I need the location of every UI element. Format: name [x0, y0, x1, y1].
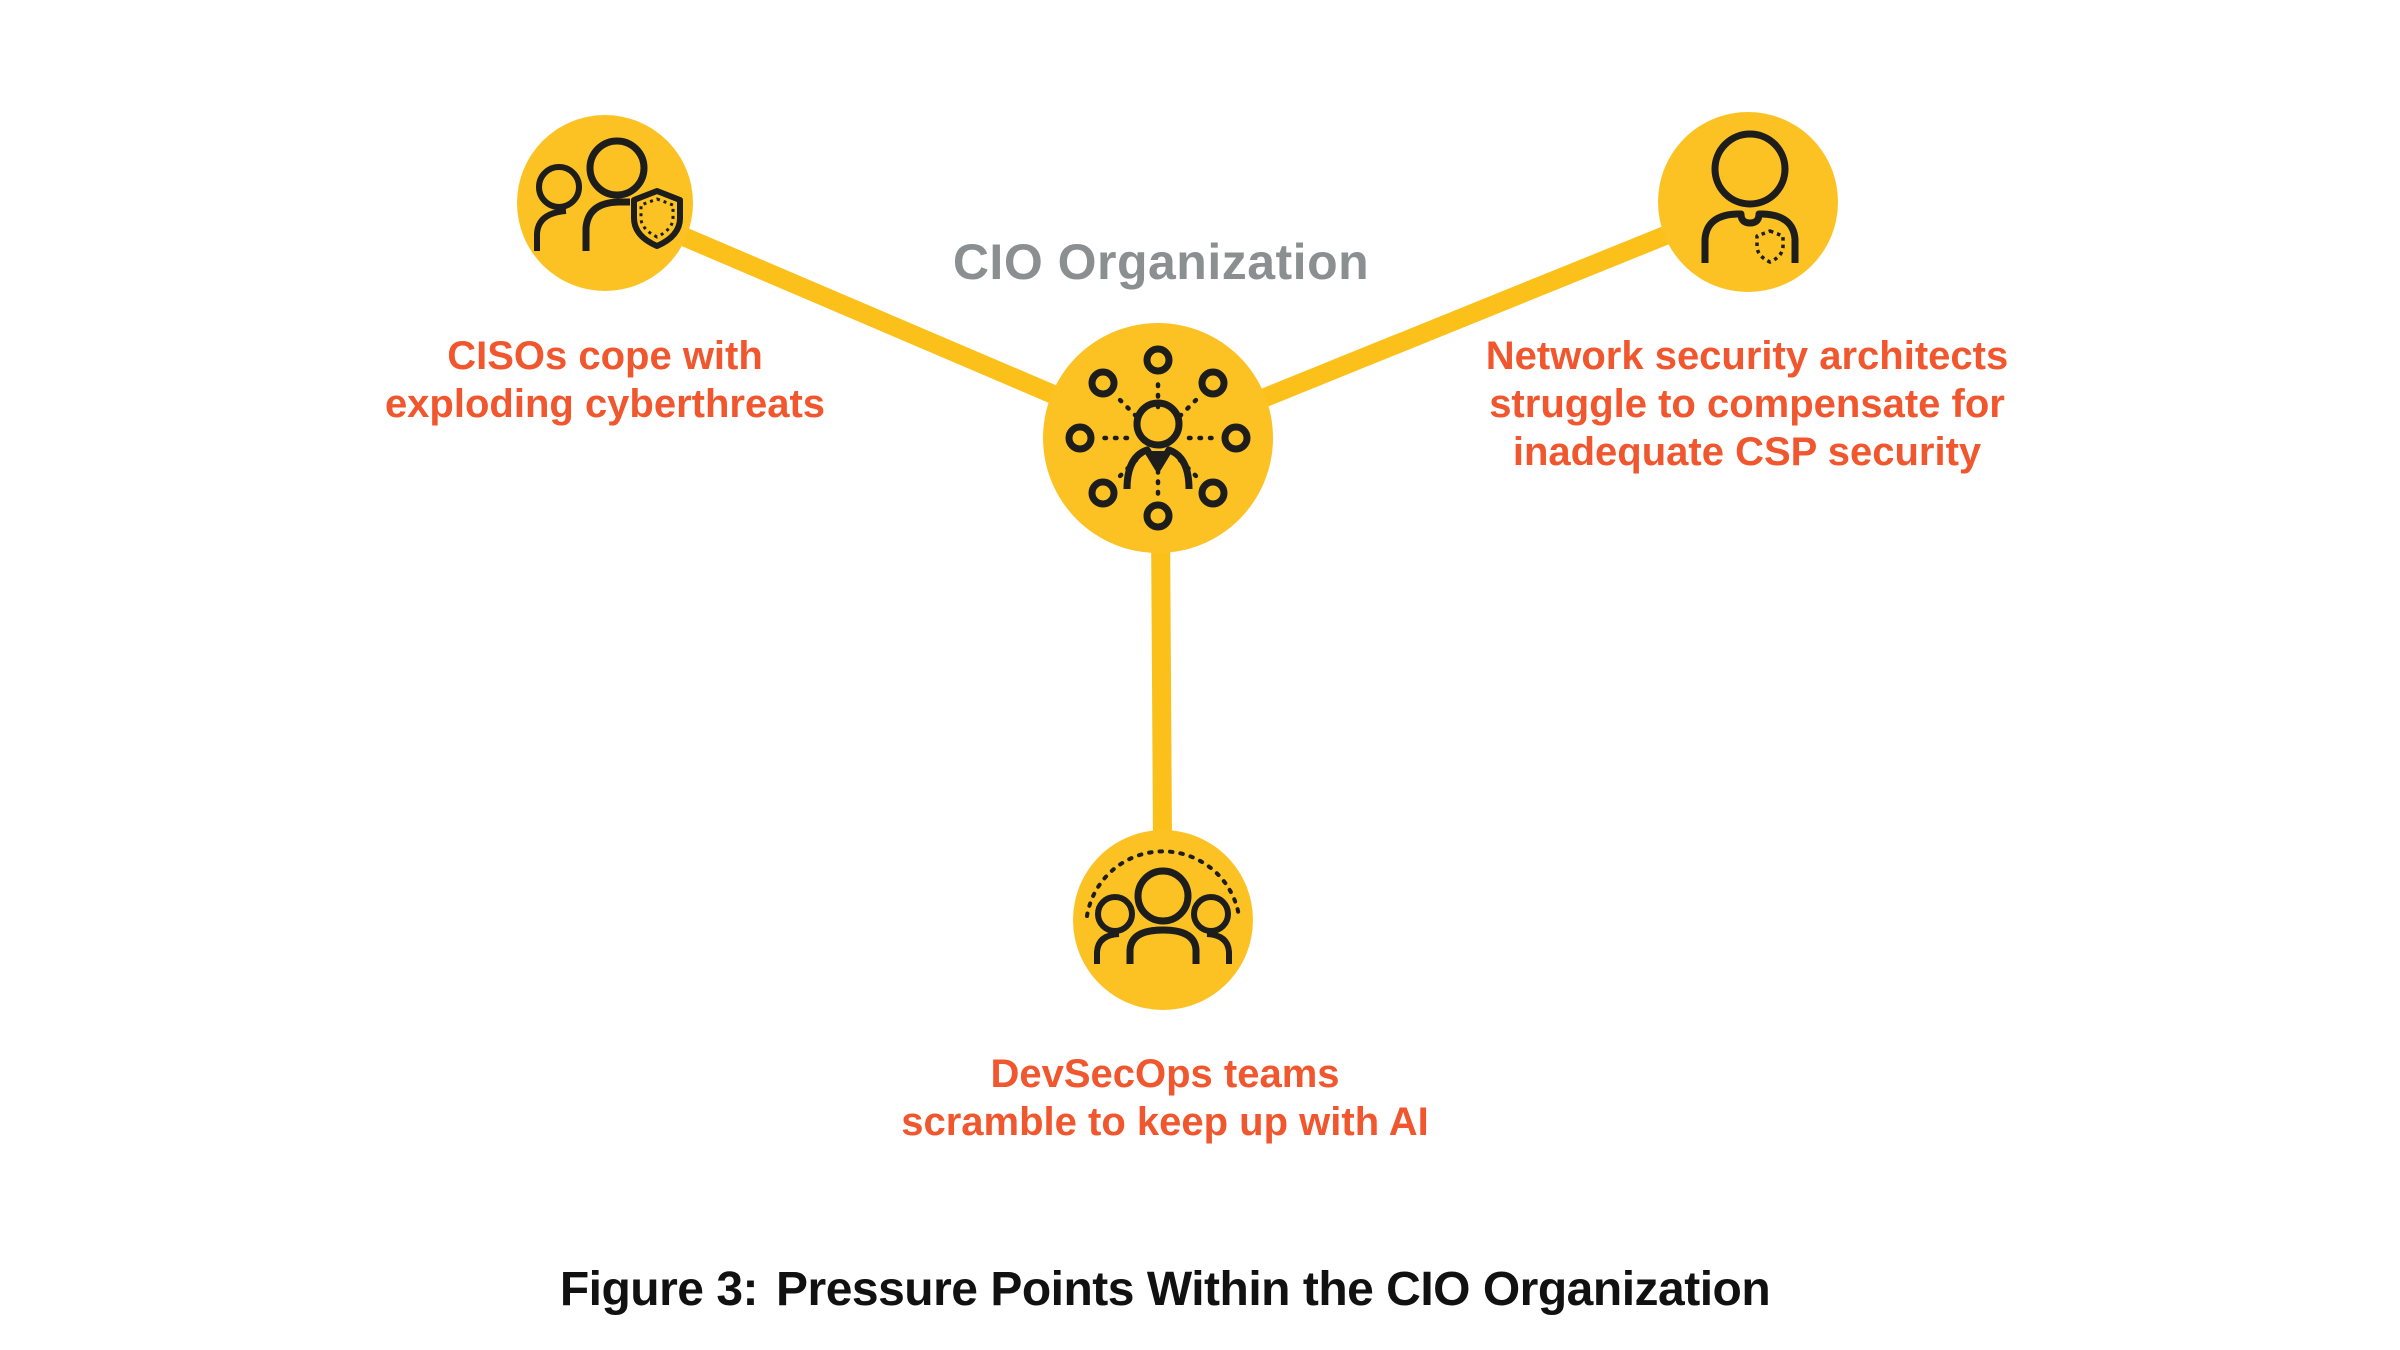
- center-title: CIO Organization: [952, 234, 1370, 290]
- caption-prefix: Figure 3:: [559, 1263, 759, 1316]
- team-under-dotted-arc-icon: [1085, 849, 1241, 964]
- figure-caption: Figure 3: Pressure Points Within the CIO …: [165, 1262, 2165, 1318]
- people-with-shield-icon: [534, 137, 683, 251]
- caption-text: Pressure Points Within the CIO Organizat…: [776, 1263, 1771, 1316]
- label-cisos: CISOs cope with exploding cyberthreats: [305, 332, 905, 428]
- label-devsecops: DevSecOps teams scramble to keep up with…: [815, 1050, 1515, 1146]
- node-devsecops-teams: [1073, 830, 1253, 1010]
- node-cisos: [517, 115, 693, 291]
- label-network-line-3: inadequate CSP security: [1512, 430, 1982, 474]
- label-network-line-2: struggle to compensate for: [1489, 382, 2005, 426]
- node-cio-organization: [1043, 323, 1273, 553]
- org-hub-person-network-icon: [1065, 345, 1251, 531]
- person-with-badge-icon: [1701, 130, 1799, 264]
- node-network-architects: [1658, 112, 1838, 292]
- label-devsecops-line-1: DevSecOps teams: [990, 1052, 1340, 1096]
- label-cisos-line-2: exploding cyberthreats: [384, 382, 826, 426]
- label-network-architects: Network security architects struggle to …: [1397, 332, 2097, 476]
- label-devsecops-line-2: scramble to keep up with AI: [901, 1100, 1429, 1144]
- label-network-line-1: Network security architects: [1485, 334, 2009, 378]
- label-cisos-line-1: CISOs cope with: [447, 334, 763, 378]
